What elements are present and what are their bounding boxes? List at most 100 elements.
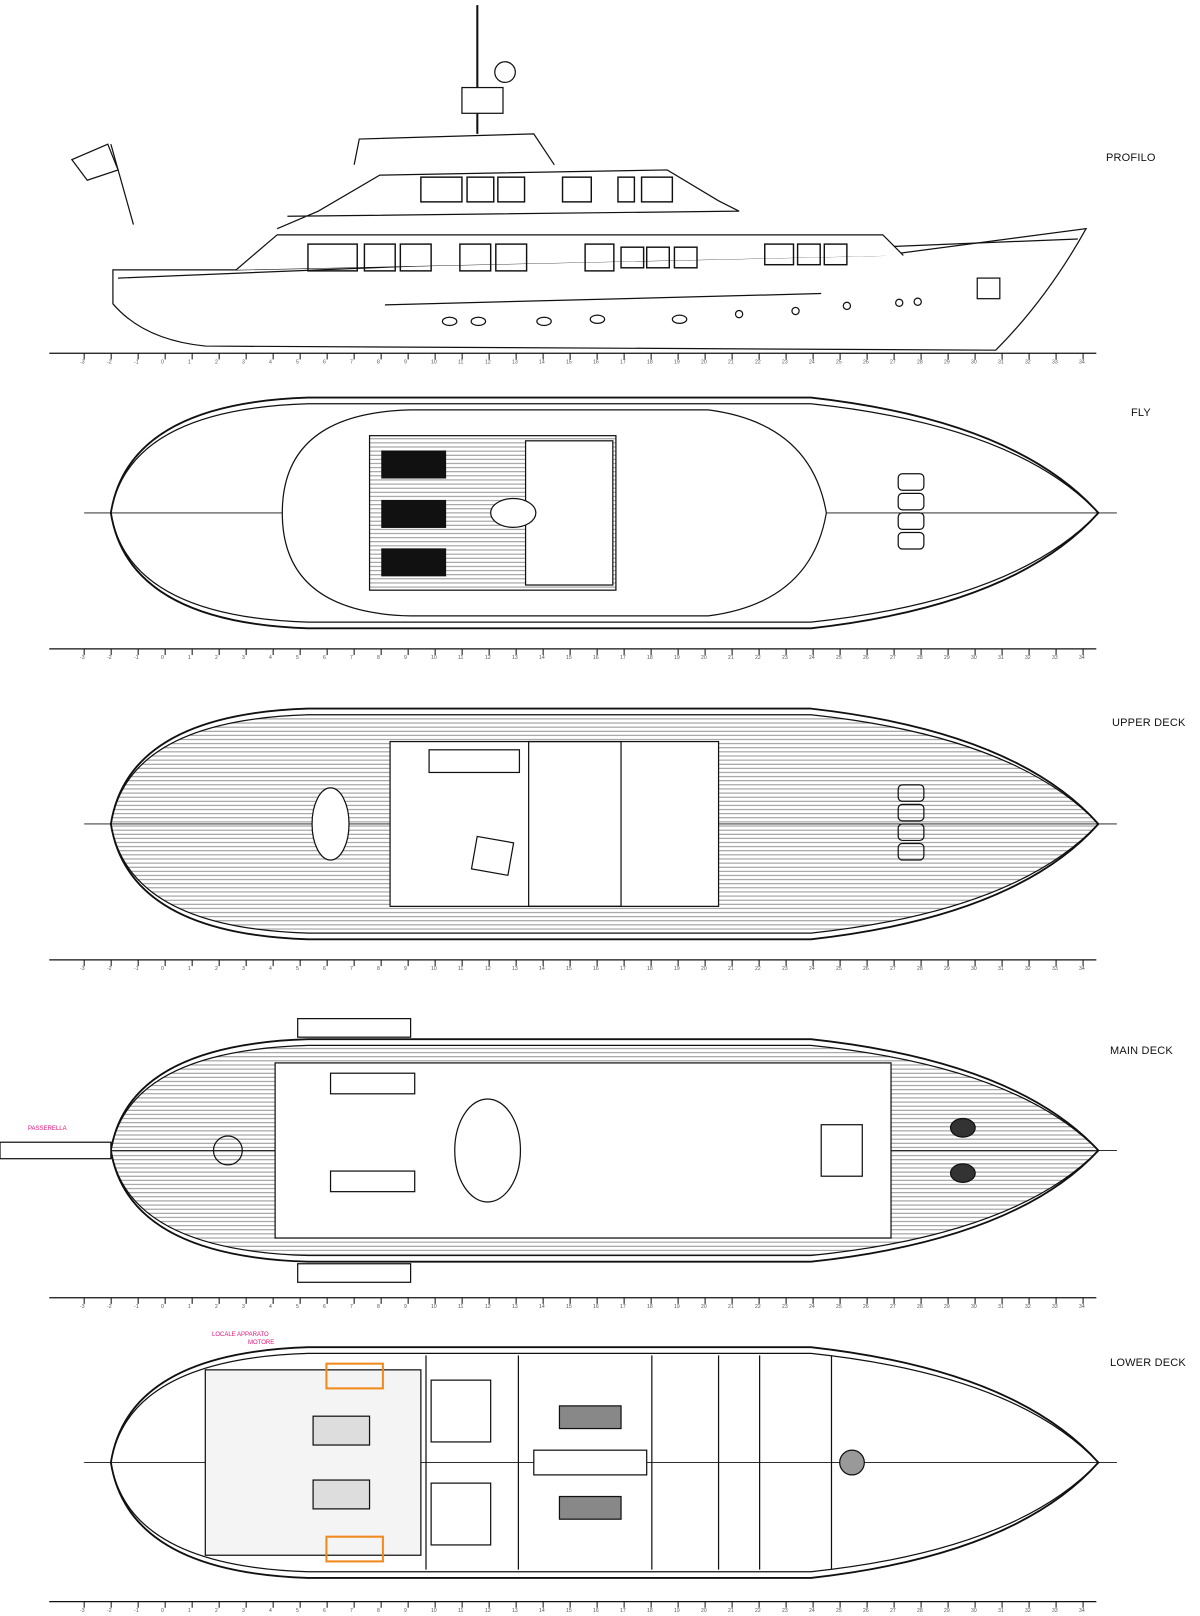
ruler-tick-label: 34 xyxy=(1079,655,1085,661)
ruler-tick-label: 19 xyxy=(674,1608,680,1614)
ruler-tick-label: 22 xyxy=(755,1304,761,1310)
ruler-tick-label: 28 xyxy=(917,655,923,661)
ruler-tick-label: 11 xyxy=(458,655,463,661)
ruler-tick-label: 2 xyxy=(215,1304,218,1310)
ruler-tick-label: 13 xyxy=(512,1608,518,1614)
ruler-tick-label: 6 xyxy=(323,1608,326,1614)
view-label-profile: PROFILO xyxy=(1106,152,1156,164)
ruler-tick-label: 17 xyxy=(620,655,626,661)
ruler-tick-label: 9 xyxy=(404,966,407,972)
dining-table xyxy=(454,1098,522,1203)
ruler-tick-label: 23 xyxy=(782,1304,788,1310)
berth xyxy=(430,1482,492,1546)
ruler-tick-label: 26 xyxy=(863,1608,869,1614)
view-label-lower-deck: LOWER DECK xyxy=(1110,1357,1186,1369)
ruler-tick-label: 5 xyxy=(296,360,299,366)
ruler-tick-label: 29 xyxy=(944,1304,950,1310)
ruler-tick-label: 21 xyxy=(728,655,734,661)
ruler-tick-label: 6 xyxy=(323,966,326,972)
ruler-tick-label: 29 xyxy=(944,966,950,972)
ruler-tick-label: 5 xyxy=(296,966,299,972)
ruler-tick-label: 28 xyxy=(917,966,923,972)
ruler-tick-label: 8 xyxy=(377,1304,380,1310)
sunpad xyxy=(381,450,447,479)
ruler-tick-label: 29 xyxy=(944,1608,950,1614)
tender-starboard xyxy=(297,1263,412,1283)
ruler-tick-label: 33 xyxy=(1052,1608,1058,1614)
upper-saloon xyxy=(389,740,720,907)
ruler-tick-label: 19 xyxy=(674,1304,680,1310)
settee xyxy=(524,440,614,586)
sofa xyxy=(428,749,521,774)
ruler-tick-label: 4 xyxy=(269,360,272,366)
ruler-tick-label: 34 xyxy=(1079,360,1085,366)
ruler-tick-label: 25 xyxy=(836,1608,842,1614)
ruler-tick-label: 4 xyxy=(269,1608,272,1614)
ruler-tick-label: 25 xyxy=(836,655,842,661)
ruler-tick-label: 7 xyxy=(350,1608,353,1614)
ruler-tick-label: 31 xyxy=(998,360,1004,366)
sunpad xyxy=(381,499,447,528)
ruler-tick-label: 9 xyxy=(404,655,407,661)
ruler-tick-label: 28 xyxy=(917,1304,923,1310)
ruler-tick-label: 14 xyxy=(539,1608,545,1614)
windscreen-pane xyxy=(897,823,925,842)
ruler-tick-label: 1 xyxy=(188,966,191,972)
ruler-tick-label: 19 xyxy=(674,966,680,972)
ruler-tick-label: -1 xyxy=(134,1608,139,1614)
windlass xyxy=(949,1117,976,1138)
ruler-tick-label: 31 xyxy=(998,1304,1004,1310)
ruler-tick-label: 10 xyxy=(431,1608,437,1614)
ruler-tick-label: 30 xyxy=(971,655,977,661)
ruler-tick-label: 32 xyxy=(1025,1608,1031,1614)
ruler-tick-label: 27 xyxy=(890,655,896,661)
ruler-tick-label: 12 xyxy=(485,1304,491,1310)
sofa xyxy=(329,1072,416,1095)
ruler-tick-label: 11 xyxy=(458,966,463,972)
ruler-tick-label: 24 xyxy=(809,966,815,972)
corridor xyxy=(533,1449,648,1476)
note-engine-room-1: LOCALE APPARATO xyxy=(212,1332,269,1338)
ruler-tick-label: 2 xyxy=(215,360,218,366)
ruler-tick-label: 30 xyxy=(971,360,977,366)
berth xyxy=(558,1405,622,1430)
ruler-tick-label: 11 xyxy=(458,1608,463,1614)
ruler-tick-label: 23 xyxy=(782,966,788,972)
profile-view xyxy=(70,5,1088,351)
ruler-tick-label: 16 xyxy=(593,1608,599,1614)
ruler-tick-label: 8 xyxy=(377,1608,380,1614)
ruler-tick-label: 15 xyxy=(566,655,572,661)
ruler-tick-label: -1 xyxy=(134,966,139,972)
ruler-tick-label: -3 xyxy=(80,966,85,972)
ruler-tick-label: -2 xyxy=(107,360,112,366)
windlass xyxy=(949,1163,976,1184)
engine-room xyxy=(204,1369,422,1556)
ruler-tick-label: 26 xyxy=(863,1304,869,1310)
ruler-tick-label: 18 xyxy=(647,966,653,972)
ruler-tick-label: 1 xyxy=(188,360,191,366)
ruler-tick-label: -2 xyxy=(107,655,112,661)
ruler-tick-label: 17 xyxy=(620,1304,626,1310)
ruler-tick-label: 20 xyxy=(701,966,707,972)
upper-plan-view xyxy=(84,707,1117,941)
ruler-tick-label: 3 xyxy=(242,1304,245,1310)
portholes xyxy=(441,297,922,327)
windscreen-pane xyxy=(897,842,925,861)
ruler-tick-label: 9 xyxy=(404,1608,407,1614)
ruler-tick-label: 3 xyxy=(242,1608,245,1614)
ruler-tick-label: 32 xyxy=(1025,360,1031,366)
note-gangway: PASSERELLA xyxy=(28,1126,67,1132)
ruler-tick-label: 19 xyxy=(674,655,680,661)
ruler-tick-label: 33 xyxy=(1052,360,1058,366)
ruler-tick-label: 1 xyxy=(188,1304,191,1310)
ruler-tick-label: 12 xyxy=(485,966,491,972)
ruler-tick-label: 21 xyxy=(728,360,734,366)
tender-port xyxy=(297,1018,412,1038)
ruler-tick-label: 16 xyxy=(593,1304,599,1310)
sunpad xyxy=(381,548,447,577)
ruler-tick-label: 30 xyxy=(971,1304,977,1310)
